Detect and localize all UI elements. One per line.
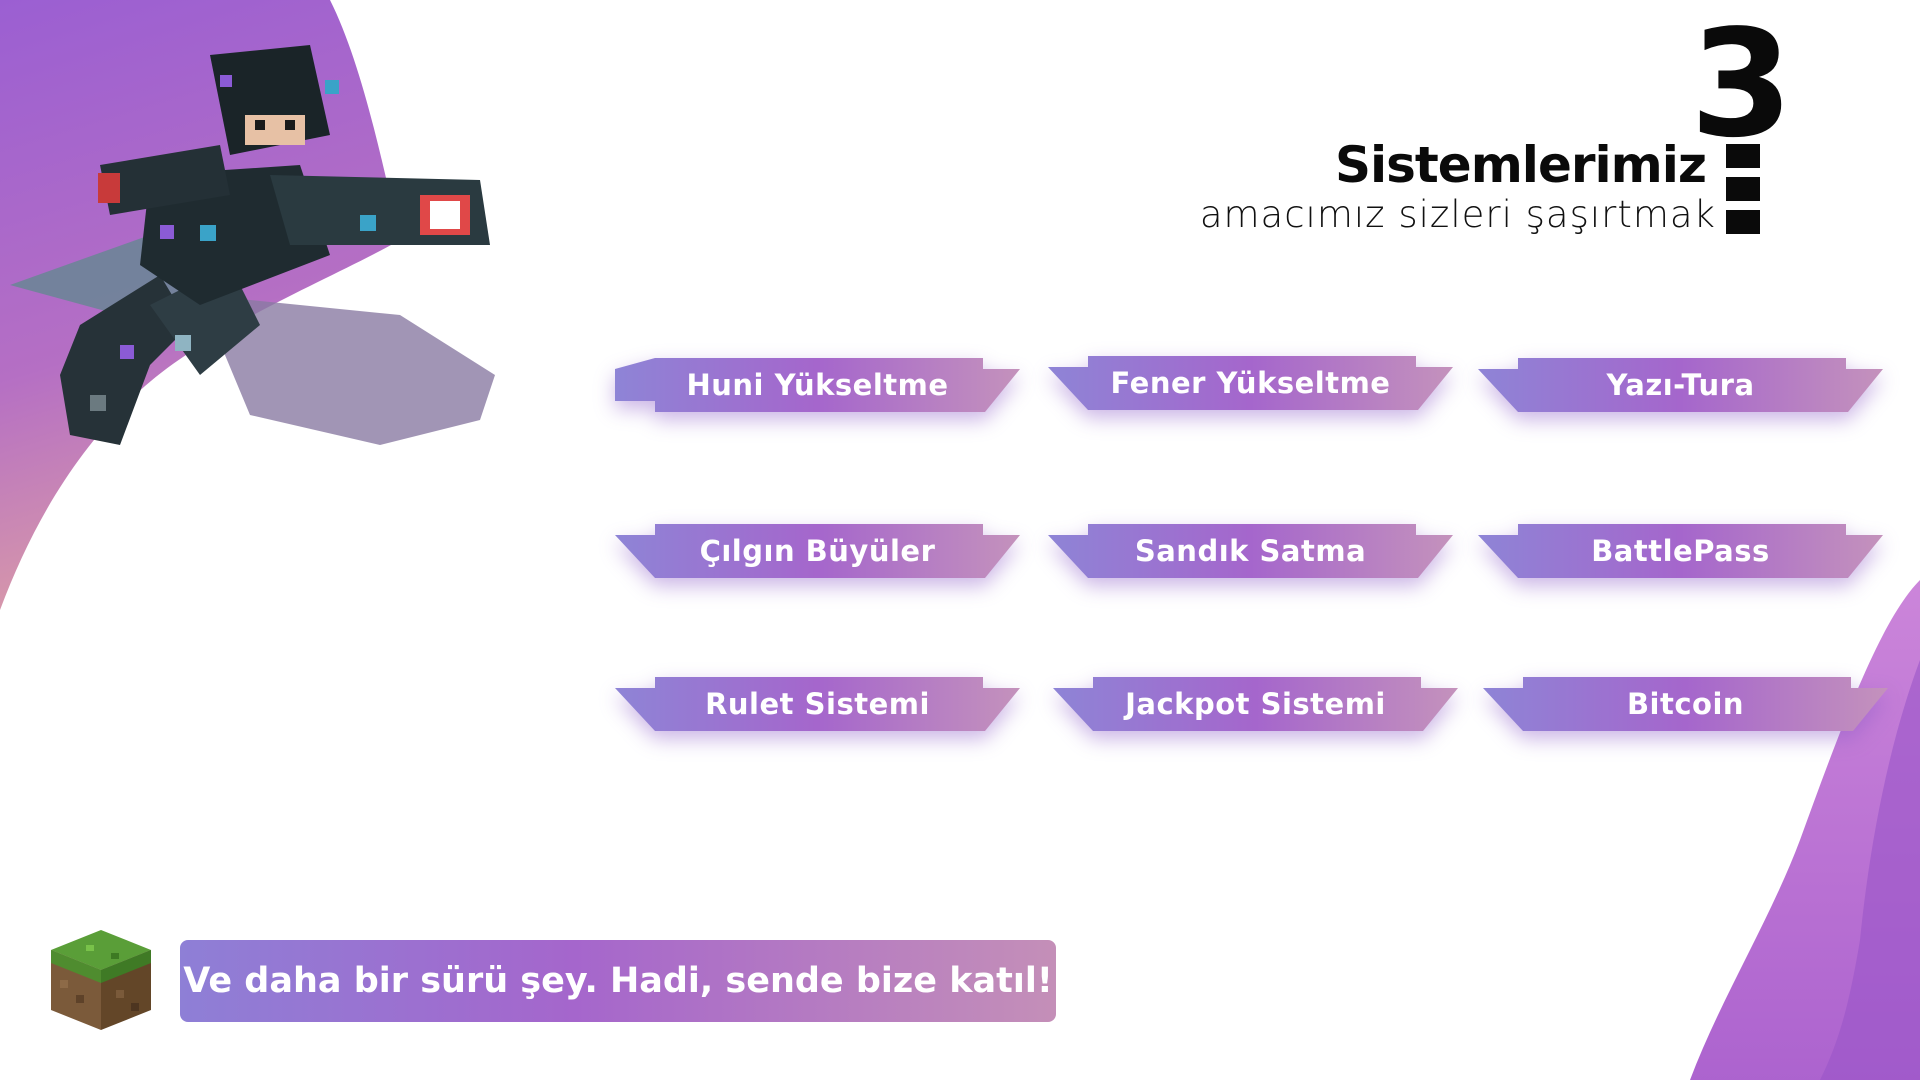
feature-fener-yukseltme[interactable]: Fener Yükseltme (1048, 353, 1453, 413)
ribbon-shape (1483, 677, 1888, 731)
decorative-bars (1726, 144, 1760, 234)
feature-sandik-satma[interactable]: Sandık Satma (1048, 521, 1453, 581)
join-banner-text: Ve daha bir sürü şey. Hadi, sende bize k… (183, 961, 1053, 1001)
ribbon-shape (1478, 524, 1883, 578)
section-number: 3 (1690, 0, 1793, 170)
feature-label: Huni Yükseltme (686, 368, 949, 402)
feature-yazi-tura[interactable]: Yazı-Tura (1478, 355, 1883, 415)
feature-label: BattlePass (1591, 534, 1770, 568)
ribbon-shape (615, 524, 1020, 578)
feature-label: Sandık Satma (1134, 534, 1367, 568)
page-title: Sistemlerimiz (1334, 136, 1707, 194)
feature-huni-yukseltme[interactable]: Huni Yükseltme (615, 355, 1020, 415)
ribbon-shape (1478, 358, 1883, 412)
ribbon-shape (615, 358, 1020, 412)
page-subtitle: amacımız sizleri şaşırtmak (1199, 193, 1716, 236)
feature-jackpot-sistemi[interactable]: Jackpot Sistemi (1053, 674, 1458, 734)
feature-label: Rulet Sistemi (705, 687, 930, 721)
ribbon-shape (1053, 677, 1458, 731)
feature-label: Fener Yükseltme (1110, 366, 1391, 400)
ribbon-shape (1048, 356, 1453, 410)
feature-bitcoin[interactable]: Bitcoin (1483, 674, 1888, 734)
join-banner[interactable]: Ve daha bir sürü şey. Hadi, sende bize k… (180, 940, 1056, 1022)
feature-battlepass[interactable]: BattlePass (1478, 521, 1883, 581)
feature-label: Çılgın Büyüler (699, 534, 936, 568)
minecraft-character-icon (10, 45, 495, 445)
feature-rulet-sistemi[interactable]: Rulet Sistemi (615, 674, 1020, 734)
feature-label: Yazı-Tura (1606, 368, 1755, 402)
ribbon-shape (1048, 524, 1453, 578)
feature-cilgin-buyuler[interactable]: Çılgın Büyüler (615, 521, 1020, 581)
decorative-blob-right (1690, 580, 1920, 1080)
feature-label: Jackpot Sistemi (1125, 687, 1386, 721)
feature-label: Bitcoin (1626, 687, 1745, 721)
grass-block-icon (51, 930, 151, 1030)
ribbon-shape (615, 677, 1020, 731)
